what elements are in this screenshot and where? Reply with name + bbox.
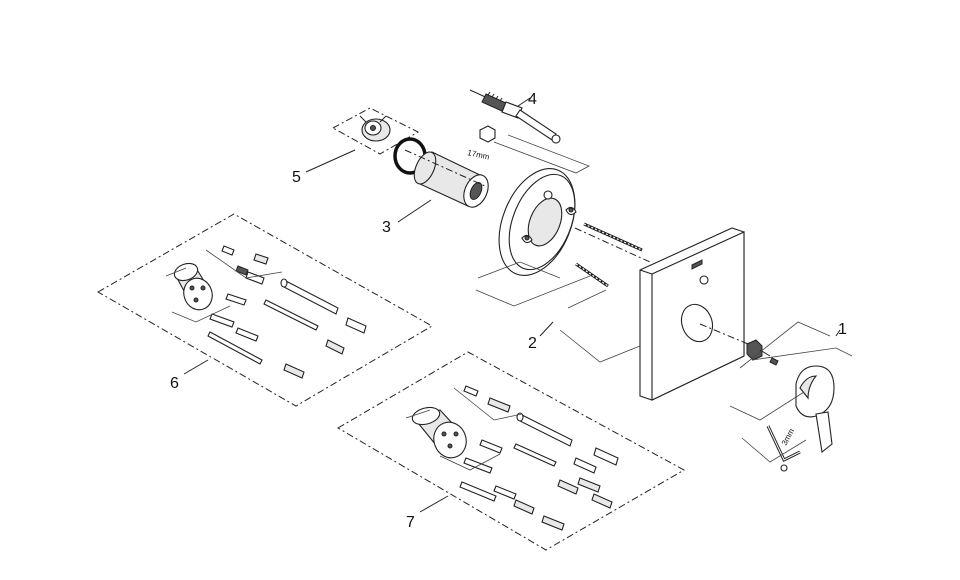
rod-icon: [513, 443, 557, 467]
part-2-projection-line: [559, 329, 641, 363]
hex-key-size-annotation: 3mm: [780, 427, 796, 447]
part-6-cartridge-body-icon: [173, 262, 213, 311]
cap-icon: [345, 317, 367, 334]
label-part-3: 3: [382, 219, 391, 236]
screw-icon: [209, 313, 235, 328]
rod-icon: [207, 331, 263, 365]
part-1-projection-line: [729, 391, 805, 421]
centre-axis-line: [574, 227, 651, 263]
label-part-4: 4: [528, 91, 537, 108]
part-2-leader-line: [539, 321, 554, 337]
label-part-5: 5: [292, 169, 301, 186]
cover-plate-icon: [639, 227, 745, 401]
part-7-kit-group: 7: [337, 351, 686, 551]
cap-icon: [577, 477, 601, 493]
part-2-projection-line: [567, 289, 607, 309]
centre-axis-line: [699, 323, 749, 345]
part-4-projection-lines: [493, 134, 590, 174]
screw-icon: [583, 222, 643, 252]
cap-icon: [513, 499, 535, 515]
part-3-sleeve-icon: [413, 151, 489, 208]
part-1-projection-line: [739, 321, 831, 369]
grub-screw-icon: [769, 357, 779, 366]
part-2-escutcheon-group: 2: [475, 167, 643, 363]
part-7-cartridge-body-icon: [411, 406, 467, 459]
screw-icon: [235, 327, 259, 342]
part-2-projection-line: [477, 261, 561, 279]
pin-icon: [487, 397, 511, 413]
hex-key-icon: [766, 425, 801, 472]
part-7-end-caps: [513, 447, 619, 531]
part-7-rods: [513, 412, 573, 467]
part-7-small-pins: [459, 385, 517, 502]
label-part-1: 1: [838, 321, 847, 338]
part-5-leader-line: [305, 149, 356, 173]
part-6-small-pins: [209, 245, 269, 342]
cap-icon: [591, 493, 613, 509]
part-6-end-caps: [283, 317, 367, 379]
part-7-projection-line: [453, 387, 523, 421]
part-7-dashed-box: [337, 351, 686, 551]
screw-icon: [575, 262, 609, 288]
part-5-dashed-box: [331, 107, 420, 155]
rod-icon: [281, 279, 339, 315]
part-7-projection-line: [405, 409, 431, 419]
cap-icon: [573, 457, 597, 474]
wrench-size-annotation: 17mm: [467, 148, 491, 161]
part-4-spindle-group: 17mm 4: [467, 89, 590, 174]
part-1-lever-handle-icon: [795, 365, 835, 454]
part-4-spindle-icon: [469, 89, 561, 144]
rod-icon: [263, 299, 319, 331]
screw-icon: [479, 439, 503, 454]
part-6-projection-line: [165, 267, 187, 277]
part-1-projection-line: [741, 437, 807, 463]
part-7-leader-line: [419, 495, 449, 513]
pin-icon: [245, 271, 265, 285]
screw-icon: [459, 481, 497, 502]
part-5-cartridge-group: 5: [292, 107, 420, 186]
pin-icon: [253, 253, 269, 265]
part-3-leader-line: [397, 199, 432, 223]
part-7-projection-line: [439, 453, 501, 471]
part-6-dashed-box: [96, 213, 434, 407]
rod-icon: [517, 413, 573, 447]
part-2-projection-line: [475, 275, 591, 307]
part-6-kit-group: 6: [96, 213, 434, 407]
pin-icon: [235, 265, 249, 276]
label-part-6: 6: [170, 375, 179, 392]
part-6-leader-line: [183, 359, 209, 375]
label-part-7: 7: [406, 514, 415, 531]
part-3-sleeve-group: 3: [382, 151, 489, 236]
part-1-lever-group: 3mm 1: [729, 321, 853, 472]
part-2-escutcheon-plate-icon: [498, 167, 577, 277]
part-1-projection-line: [751, 347, 853, 361]
part-4-leader-line: [517, 97, 531, 107]
cap-icon: [283, 363, 305, 379]
cap-icon: [557, 479, 579, 495]
pin-icon: [463, 385, 479, 397]
part-6-projection-line: [205, 249, 283, 279]
part-6-rods: [207, 278, 339, 365]
screw-icon: [225, 293, 247, 306]
part-1-leader-line: [835, 329, 841, 337]
pin-icon: [221, 245, 235, 256]
cap-icon: [541, 515, 565, 531]
part-1-adapter-icon: [746, 339, 771, 361]
part-6-projection-line: [171, 305, 231, 323]
screw-icon: [493, 485, 517, 500]
label-part-2: 2: [528, 335, 537, 352]
part-5-cartridge-icon: [359, 115, 391, 142]
hex-nut-icon: [479, 125, 496, 143]
cap-icon: [593, 447, 619, 466]
cap-icon: [325, 339, 345, 355]
